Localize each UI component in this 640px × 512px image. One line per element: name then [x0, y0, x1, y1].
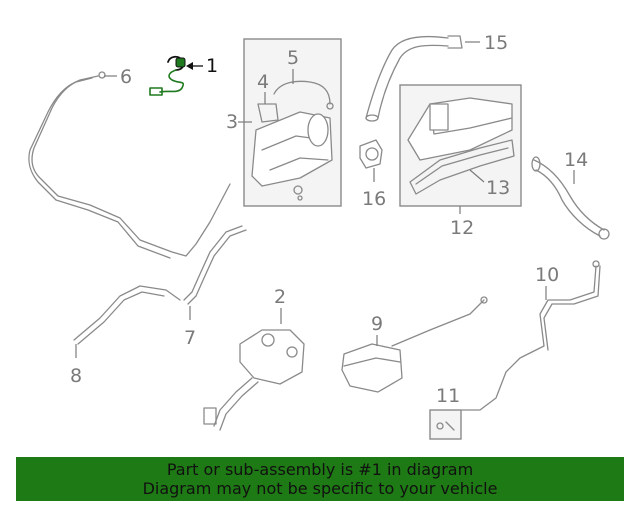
part-6-line[interactable]	[28, 71, 231, 259]
callout-8-label: 8	[70, 365, 82, 387]
info-banner: Part or sub-assembly is #1 in diagram Di…	[16, 457, 624, 501]
callout-4: 4	[257, 71, 269, 104]
callout-2-label: 2	[274, 286, 286, 308]
callout-13: 13	[469, 169, 510, 199]
callout-16-label: 16	[362, 188, 386, 210]
callout-6-label: 6	[120, 66, 132, 88]
callout-10: 10	[535, 264, 559, 300]
part-1-sensor[interactable]	[149, 55, 186, 96]
banner-line-1: Part or sub-assembly is #1 in diagram	[166, 460, 474, 479]
callout-11-label: 11	[436, 385, 460, 407]
callout-7: 7	[184, 306, 196, 349]
part-7-line[interactable]	[183, 225, 247, 305]
callout-14: 14	[564, 149, 588, 184]
callout-7-label: 7	[184, 327, 196, 349]
callout-16: 16	[362, 168, 386, 210]
part-2-valve-assembly[interactable]	[203, 329, 305, 431]
callout-3-label: 3	[226, 111, 238, 133]
callout-6: 6	[104, 66, 132, 88]
callout-4-label: 4	[257, 71, 269, 93]
callout-5-label: 5	[287, 47, 299, 69]
part-15-hose[interactable]	[365, 35, 463, 122]
part-16-valve[interactable]	[359, 139, 383, 169]
part-11-fitting[interactable]	[436, 421, 455, 431]
callout-15: 15	[465, 32, 508, 54]
part-11-box	[429, 409, 462, 440]
part-9-module[interactable]	[341, 296, 488, 393]
callout-3: 3	[226, 111, 252, 133]
callout-14-label: 14	[564, 149, 588, 171]
callout-11: 11	[436, 385, 460, 407]
part-3-canister[interactable]	[251, 103, 333, 201]
callout-9: 9	[371, 313, 383, 346]
callout-15-label: 15	[484, 32, 508, 54]
part-12-cover[interactable]	[407, 97, 513, 161]
callout-8: 8	[70, 344, 82, 387]
callout-1-label: 1	[206, 55, 218, 77]
callout-12-label: 12	[450, 217, 474, 239]
part-14-hose[interactable]	[531, 156, 610, 240]
parts-diagram: 1 6 3 4 5	[28, 32, 610, 440]
banner-line-2: Diagram may not be specific to your vehi…	[142, 479, 498, 498]
callout-2: 2	[274, 286, 286, 324]
callout-13-label: 13	[486, 177, 510, 199]
callout-1: 1	[186, 55, 218, 77]
callout-9-label: 9	[371, 313, 383, 335]
part-8-line[interactable]	[73, 285, 181, 345]
part-13-gasket[interactable]	[409, 139, 515, 195]
part-5-hose[interactable]	[273, 80, 334, 110]
callout-5: 5	[287, 47, 299, 84]
callout-12: 12	[450, 206, 474, 239]
callout-10-label: 10	[535, 264, 559, 286]
part-10-line[interactable]	[461, 260, 601, 411]
